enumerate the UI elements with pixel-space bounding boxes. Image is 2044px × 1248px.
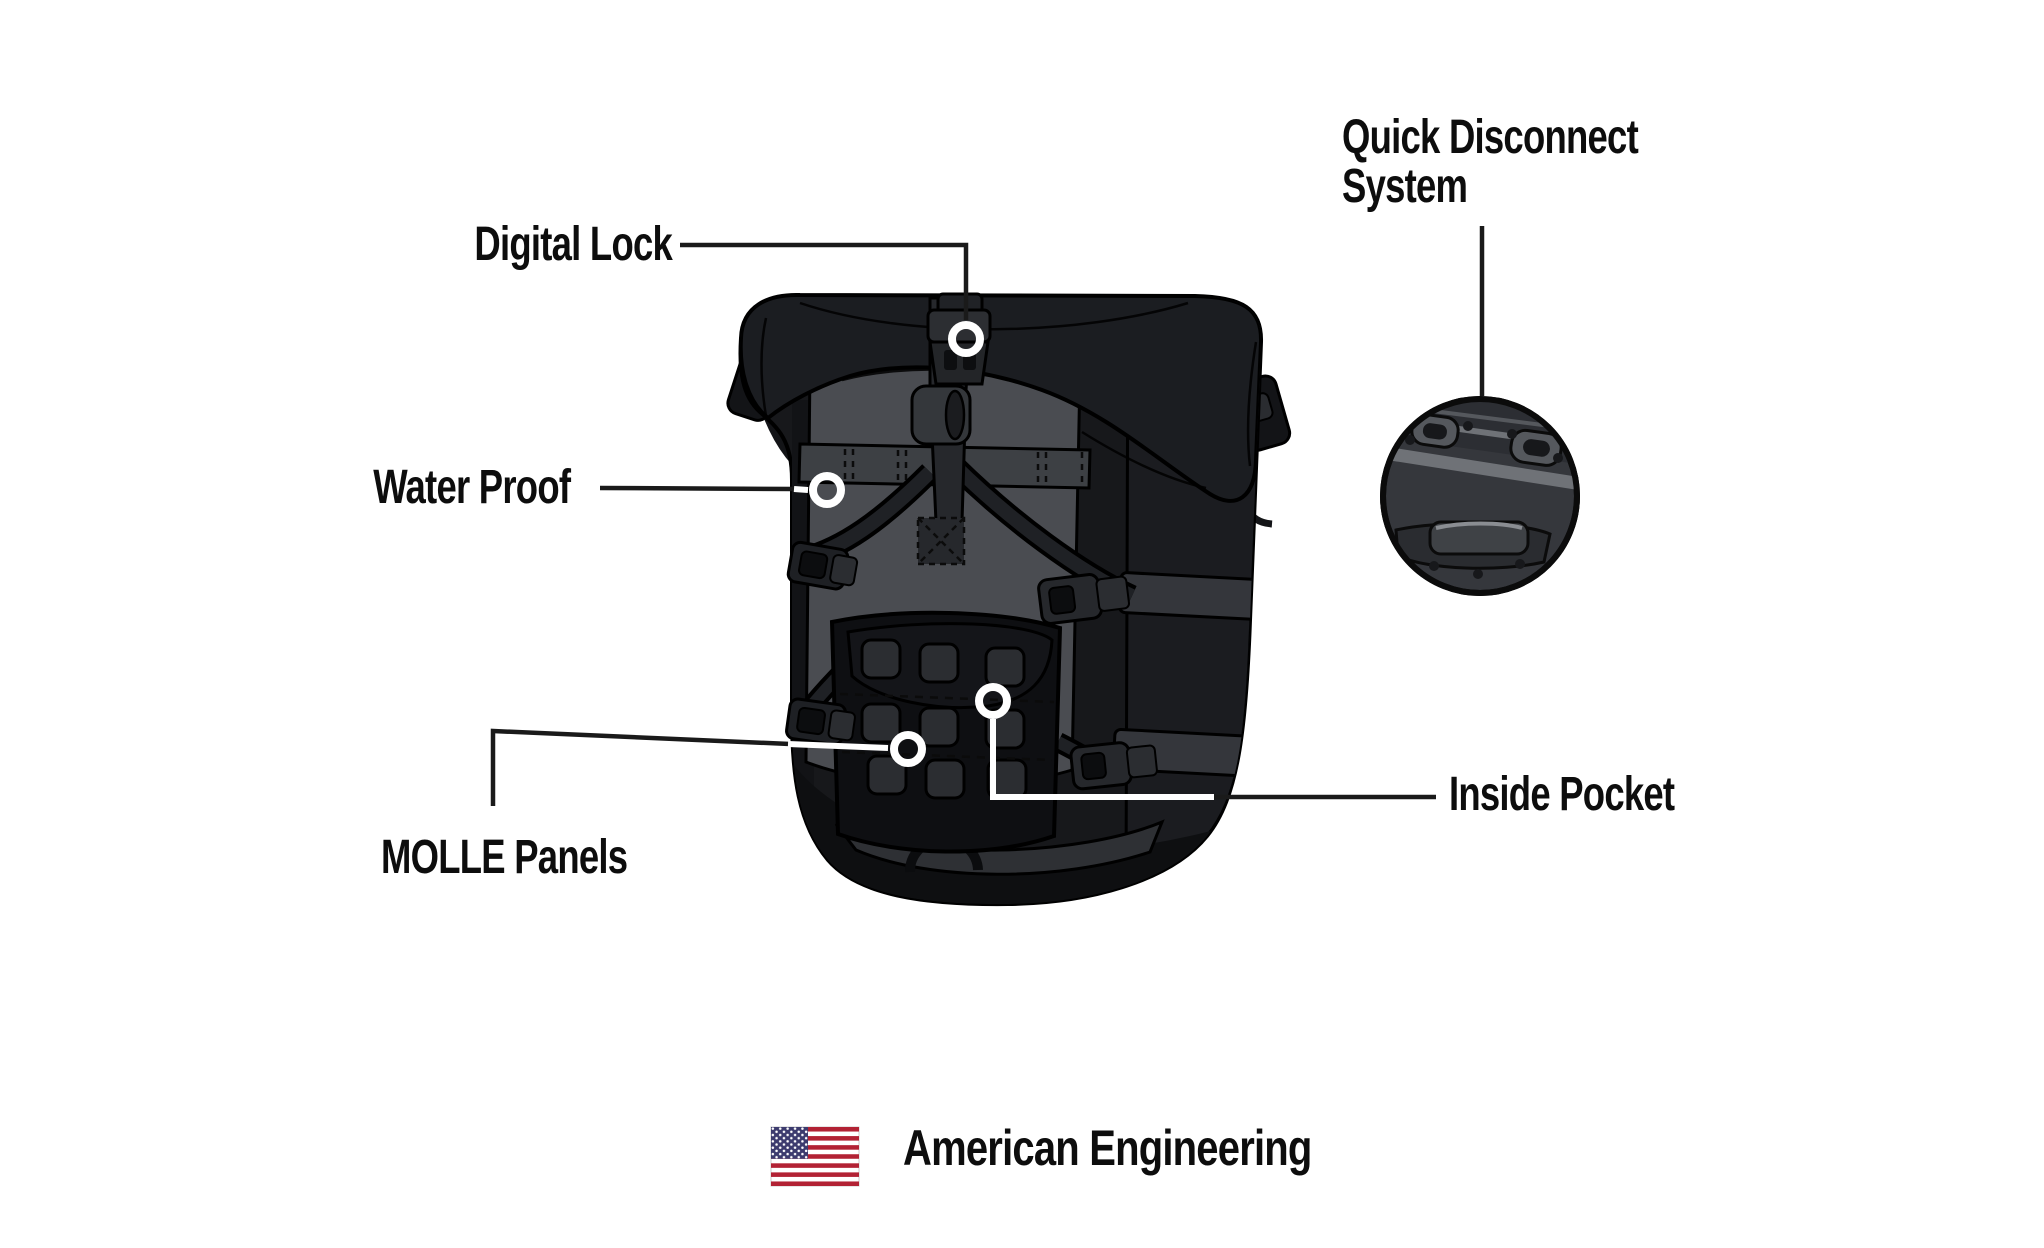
label-water-proof: Water Proof — [311, 461, 571, 514]
label-quick-disconnect-system: Quick Disconnect System — [1342, 113, 1731, 211]
right-buckle-lower — [1069, 741, 1158, 791]
marker-molle-panels — [890, 731, 926, 767]
leader-water-proof — [599, 485, 797, 492]
detail-rivets — [1405, 421, 1563, 463]
label-inside-pocket-text: Inside Pocket — [1449, 768, 1675, 821]
right-strap-band-upper — [1117, 571, 1262, 622]
roll-top-flap — [740, 294, 1262, 503]
label-water-proof-text: Water Proof — [372, 461, 571, 514]
label-digital-lock: Digital Lock — [412, 220, 672, 269]
footer-tagline: American Engineering — [903, 1120, 1414, 1176]
right-buckle-upper — [1037, 573, 1131, 625]
us-flag-icon — [770, 1126, 860, 1187]
quick-disconnect-detail — [1380, 396, 1580, 596]
label-molle-panels: MOLLE Panels — [381, 833, 705, 882]
label-quick-disconnect-system-text: Quick Disconnect System — [1342, 111, 1639, 213]
leader-lines — [490, 226, 1485, 806]
molle-stitches — [839, 692, 1055, 762]
left-buckle-lower — [785, 697, 856, 746]
bag-details — [740, 294, 1262, 905]
label-molle-panels-text: MOLLE Panels — [381, 831, 628, 884]
cross-stitch-box — [916, 516, 966, 566]
molle-slots — [860, 638, 1028, 800]
footer-tagline-text: American Engineering — [903, 1120, 1312, 1176]
marker-digital-lock — [948, 321, 984, 357]
detail-buckle-right — [1509, 428, 1563, 467]
bag-illustration — [726, 292, 1292, 907]
left-buckle-upper — [786, 540, 859, 591]
webbing-stitches — [843, 449, 1084, 486]
callout-markers — [809, 321, 1011, 767]
marker-water-proof — [809, 472, 845, 508]
detail-rivets-lower — [1429, 559, 1525, 579]
leader-lines-on-bag — [787, 486, 1214, 800]
label-inside-pocket: Inside Pocket — [1449, 770, 1745, 819]
label-digital-lock-text: Digital Lock — [474, 218, 672, 271]
marker-inside-pocket — [975, 683, 1011, 719]
leader-digital-lock — [680, 242, 969, 320]
molle-panel — [829, 610, 1063, 854]
leader-molle-panels — [490, 728, 791, 806]
